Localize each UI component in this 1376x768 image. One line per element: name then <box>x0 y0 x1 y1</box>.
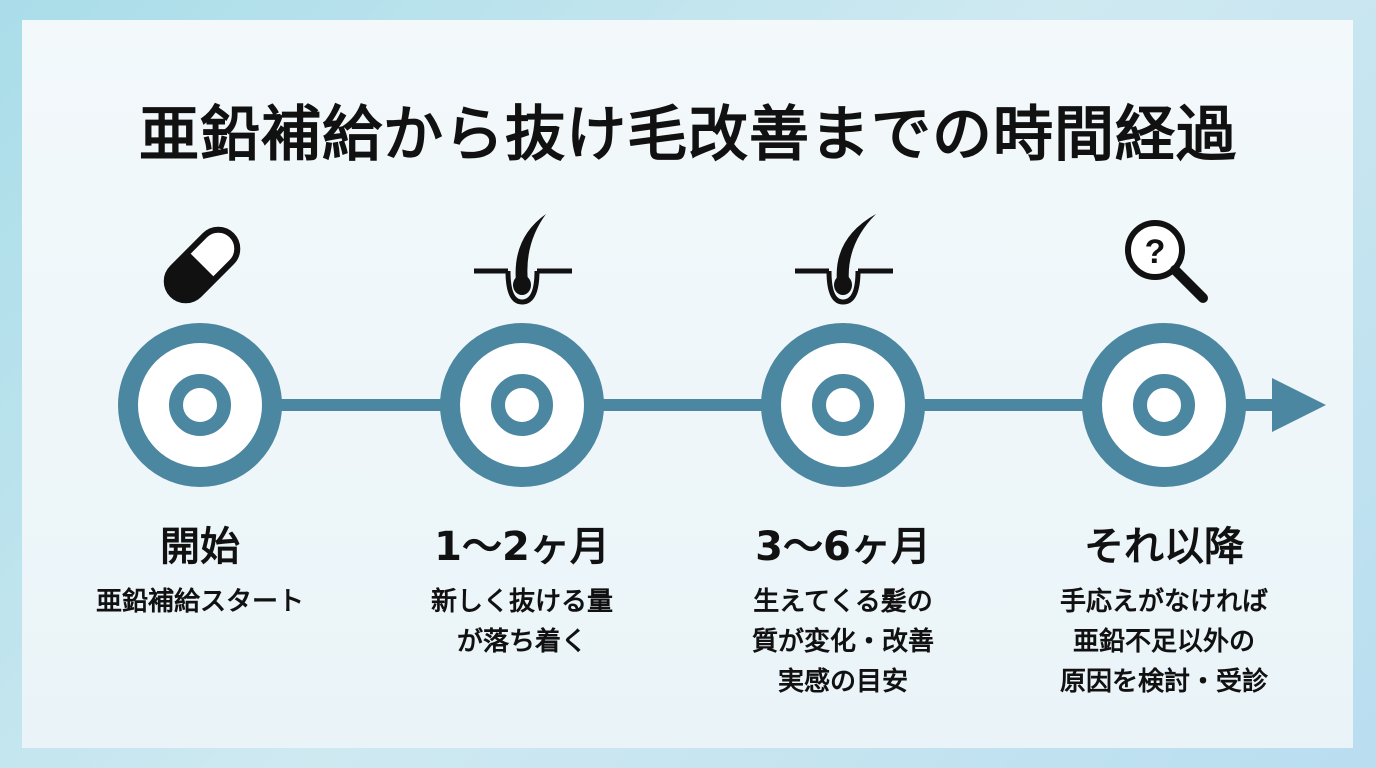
hair-follicle-icon <box>795 214 893 305</box>
stage-description-1-2-months: 新しく抜ける量 が落ち着く <box>372 582 672 662</box>
hair-follicle-icon <box>474 214 572 305</box>
stage-description-line: が落ち着く <box>456 627 587 657</box>
timeline-node-3 <box>761 323 925 487</box>
stage-description-line: 質が変化・改善 <box>751 627 934 657</box>
stage-description-line: 亜鉛不足以外の <box>1072 627 1255 657</box>
stage-description-line: 手応えがなければ <box>1059 587 1268 617</box>
stage-description-after: 手応えがなければ 亜鉛不足以外の 原因を検討・受診 <box>1014 582 1314 702</box>
stage-description-line: 新しく抜ける量 <box>430 587 613 617</box>
stage-description-line: 生えてくる髪の <box>753 587 933 617</box>
stage-description-line: 原因を検討・受診 <box>1059 667 1268 697</box>
stage-label-start: 開始 <box>160 524 240 570</box>
timeline-node-2 <box>440 323 604 487</box>
stage-label-1-2-months: 1〜2ヶ月 <box>434 524 610 570</box>
capsule-icon <box>163 226 241 304</box>
stage-label-3-6-months: 3〜6ヶ月 <box>755 524 931 570</box>
stage-label-after: それ以降 <box>1084 524 1244 570</box>
timeline-node-4 <box>1082 323 1246 487</box>
diagram-title: 亜鉛補給から抜け毛改善までの時間経過 <box>139 100 1237 170</box>
stage-description-line: 亜鉛補給スタート <box>95 587 304 617</box>
timeline-arrowhead <box>1272 378 1326 432</box>
svg-text:?: ? <box>1145 233 1166 271</box>
stage-description-3-6-months: 生えてくる髪の 質が変化・改善 実感の目安 <box>693 582 993 702</box>
magnifier-question-icon: ? <box>1125 220 1208 303</box>
stage-description-line: 実感の目安 <box>777 667 908 697</box>
timeline-node-1 <box>118 323 282 487</box>
stage-description-start: 亜鉛補給スタート <box>50 582 350 622</box>
